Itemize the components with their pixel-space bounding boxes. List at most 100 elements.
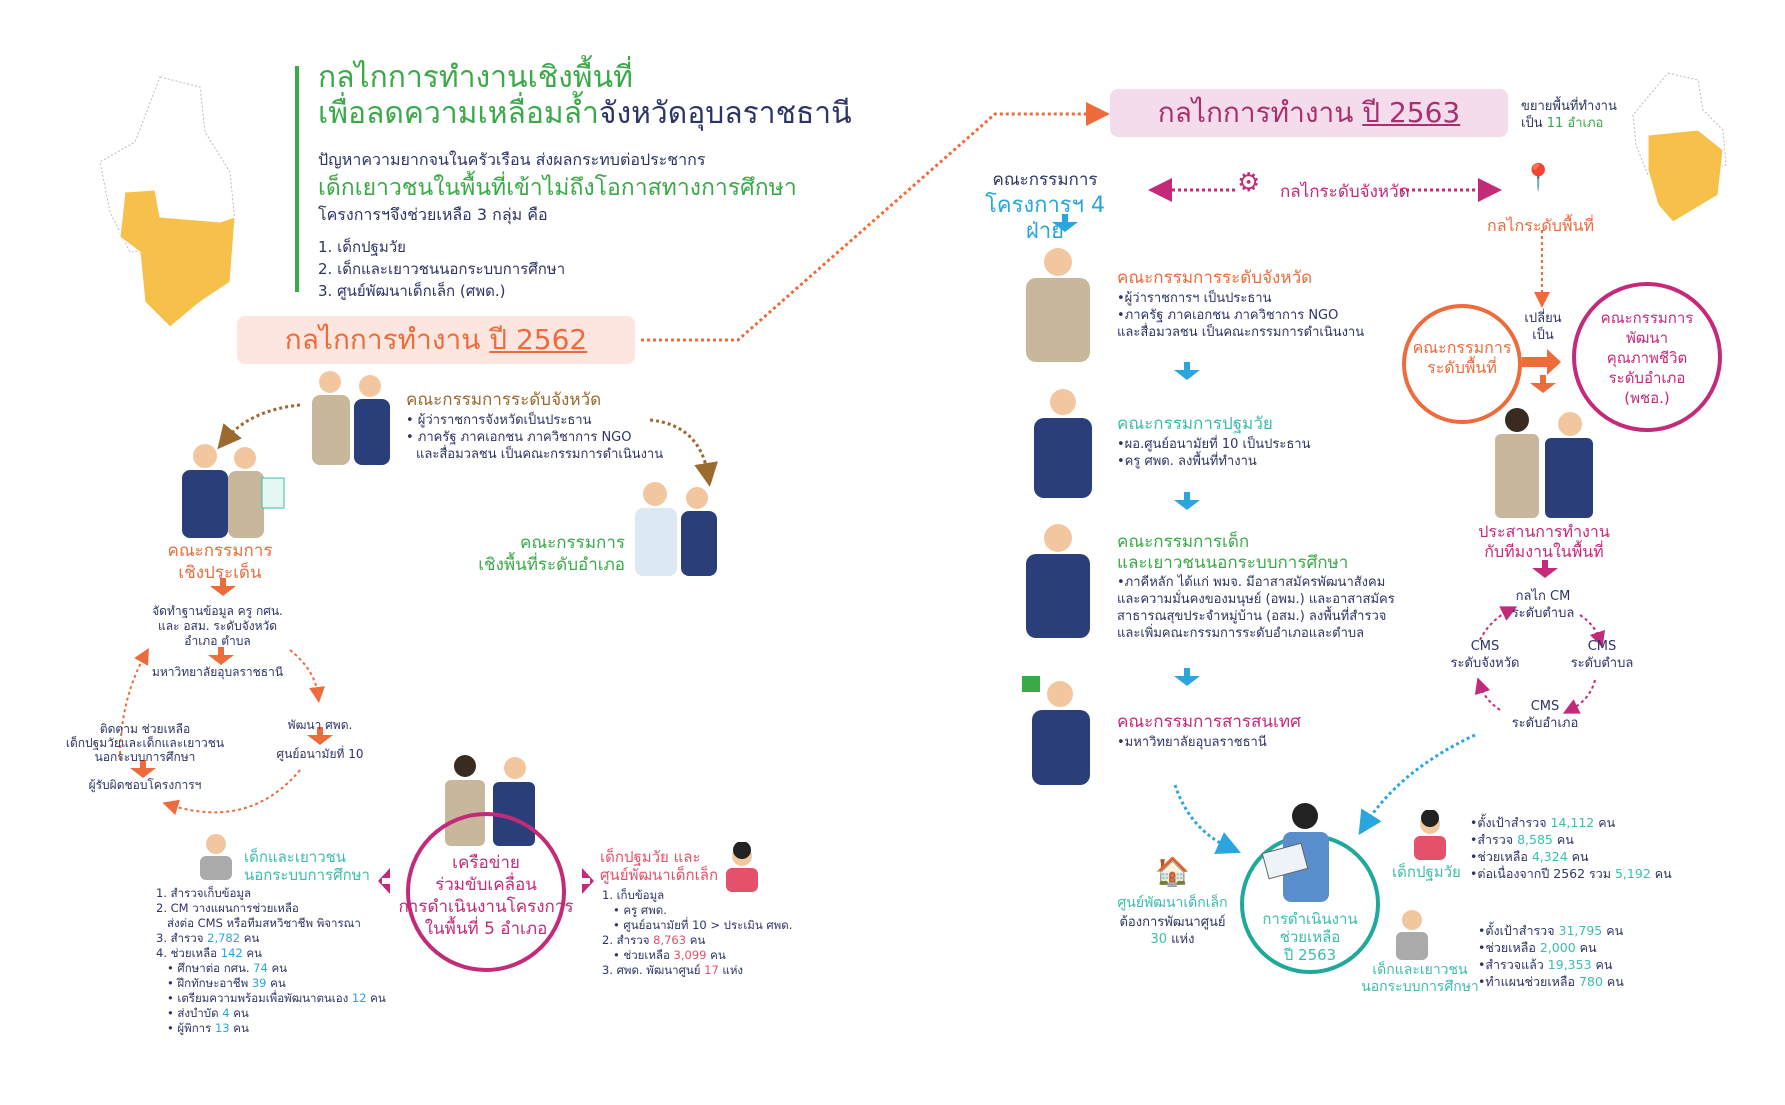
ubon-map-5-districts bbox=[99, 76, 236, 328]
district-committee-label: คณะกรรมการเชิงพื้นที่ระดับอำเภอ bbox=[460, 532, 625, 576]
committee-line: •ภาคีหลัก ได้แก่ พมจ. มีอาสาสมัครพัฒนาสั… bbox=[1117, 575, 1386, 590]
committee-early-2563: คณะกรรมการปฐมวัย •ผอ.ศูนย์อนามัยที่ 10 เ… bbox=[1117, 412, 1310, 470]
banner-year: ปี 2562 bbox=[489, 323, 588, 356]
stat-text: • ครู ศพด. bbox=[602, 903, 667, 917]
stat-number: 74 bbox=[253, 961, 268, 975]
title-accent-bar bbox=[295, 66, 299, 292]
qol-committee-label: คณะกรรมการพัฒนาคุณภาพชีวิตระดับอำเภอ(พชอ… bbox=[1572, 308, 1722, 408]
gear-icon: ⚙ bbox=[1237, 168, 1261, 198]
list-item: 2. CM วางแผนการช่วยเหลือ bbox=[156, 901, 386, 916]
cycle-text: นอกระบบการศึกษา bbox=[94, 750, 196, 764]
stat-text: คน bbox=[1602, 923, 1624, 938]
label-line: เด็กปฐมวัย และ bbox=[600, 848, 701, 866]
target-group: 2. เด็กและเยาวชนนอกระบบการศึกษา bbox=[318, 260, 566, 278]
district-count: 11 อำเภอ bbox=[1546, 116, 1604, 131]
target-group: 3. ศูนย์พัฒนาเด็กเล็ก (ศพด.) bbox=[318, 282, 506, 300]
stat-number: 780 bbox=[1579, 974, 1603, 989]
committee-title: คณะกรรมการเด็ก bbox=[1117, 532, 1250, 552]
list-item: 4. ช่วยเหลือ 142 คน bbox=[156, 946, 386, 961]
cms-text: กลไก CM bbox=[1515, 589, 1571, 604]
stat-number: 5,192 bbox=[1614, 866, 1651, 881]
stat-number: 3,099 bbox=[673, 948, 707, 962]
committee-title: คณะกรรมการระดับจังหวัด bbox=[406, 390, 602, 410]
qol-committee-circle bbox=[1572, 282, 1722, 432]
cycle-text: ศูนย์อนามัยที่ 10 bbox=[276, 747, 364, 761]
label-line: ประสานการทำงาน bbox=[1478, 522, 1610, 541]
problem-highlight: เด็กเยาวชนในพื้นที่เข้าไม่ถึงโอกาสทางการ… bbox=[318, 175, 797, 201]
label-line: กับทีมงานในพื้นที่ bbox=[1484, 542, 1604, 561]
cms-text: CMS bbox=[1530, 699, 1560, 714]
issue-committee-label: คณะกรรมการเชิงประเด็น bbox=[150, 540, 290, 584]
cms-top: กลไก CM ระดับตำบล bbox=[1498, 588, 1588, 622]
label-line: นอกระบบการศึกษา bbox=[244, 866, 370, 884]
stat-text: คน bbox=[1594, 815, 1616, 830]
stat-text: คน bbox=[1567, 849, 1589, 864]
bullet: • ผู้ว่าราชการจังหวัดเป็นประธาน bbox=[406, 413, 592, 428]
ecd-count: 30 bbox=[1150, 932, 1168, 947]
stat-text: •ตั้งเป้าสำรวจ bbox=[1478, 923, 1559, 938]
label-line: คณะกรรมการ bbox=[167, 541, 273, 561]
label-line: ระดับพื้นที่ bbox=[1427, 358, 1497, 377]
mechanism-2562-banner: กลไกการทำงาน ปี 2562 bbox=[237, 316, 635, 364]
mechanism-2563-banner: กลไกการทำงาน ปี 2563 bbox=[1110, 89, 1508, 137]
man-illustration bbox=[1026, 524, 1090, 638]
early-2563-list: •ตั้งเป้าสำรวจ 14,112 คน•สำรวจ 8,585 คน•… bbox=[1470, 814, 1672, 882]
stat-number: 2,782 bbox=[207, 931, 241, 945]
committee-line: สาธารณสุขประจำหมู่บ้าน (อสม.) ลงพื้นที่ส… bbox=[1117, 609, 1387, 624]
bullet: และสื่อมวลชน เป็นคณะกรรมการดำเนินงาน bbox=[416, 447, 664, 462]
early-child-icon bbox=[726, 842, 758, 892]
stat-text: คน bbox=[706, 948, 726, 962]
woman-with-card-illustration bbox=[1022, 676, 1090, 785]
cycle-text: พัฒนา ศพด. bbox=[287, 718, 353, 732]
target-groups: 1. เด็กปฐมวัย 2. เด็กและเยาวชนนอกระบบการ… bbox=[318, 236, 797, 302]
label-line: การดำเนินงาน bbox=[1262, 910, 1358, 928]
early-child-icon bbox=[1414, 810, 1446, 860]
province-mechanism-label: กลไกระดับจังหวัด bbox=[1280, 182, 1410, 202]
target-group: 1. เด็กปฐมวัย bbox=[318, 238, 406, 256]
banner-label: กลไกการทำงาน bbox=[284, 323, 490, 356]
committee-line: •มหาวิทยาลัยอุบลราชธานี bbox=[1117, 735, 1267, 750]
stat-number: 12 bbox=[351, 991, 367, 1005]
early-2562-title: เด็กปฐมวัย และศูนย์พัฒนาเด็กเล็ก bbox=[600, 848, 718, 884]
cycle-text: จัดทำฐานข้อมูล ครู กศน. bbox=[152, 604, 283, 618]
label-line: คณะกรรมการ bbox=[992, 170, 1098, 190]
title-line-2b: จังหวัดอุบลราชธานี bbox=[598, 96, 852, 131]
label-line: ศูนย์พัฒนาเด็กเล็ก bbox=[600, 866, 719, 884]
stat-text: ส่งต่อ CMS หรือทีมสหวิชาชีพ พิจารณา bbox=[156, 916, 361, 930]
expand-line: ขยายพื้นที่ทำงาน bbox=[1521, 99, 1617, 114]
committee-4-label: คณะกรรมการ โครงการฯ 4 ฝ่าย bbox=[965, 166, 1125, 245]
list-item: •ช่วยเหลือ 2,000 คน bbox=[1478, 939, 1624, 956]
cms-text: ระดับตำบล bbox=[1511, 606, 1575, 621]
cycle-follow: ติดตาม ช่วยเหลือเด็กปฐมวัยและเด็กและเยาว… bbox=[60, 722, 230, 792]
stat-text: 2. สำรวจ bbox=[602, 933, 654, 947]
page-title: กลไกการทำงานเชิงพื้นที่ เพื่อลดความเหลื่… bbox=[318, 60, 852, 132]
list-item: • ผู้พิการ 13 คน bbox=[156, 1021, 386, 1036]
stat-number: 8,585 bbox=[1517, 832, 1553, 847]
out-of-school-2563-title: เด็กและเยาวชนนอกระบบการศึกษา bbox=[1355, 962, 1485, 996]
banner-year: ปี 2563 bbox=[1362, 96, 1461, 129]
list-item: • ศูนย์อนามัยที่ 10 > ประเมิน ศพด. bbox=[602, 918, 792, 933]
banner-label: กลไกการทำงาน bbox=[1157, 96, 1363, 129]
cms-text: CMS bbox=[1587, 639, 1617, 654]
bullet: • ภาครัฐ ภาคเอกชน ภาควิชาการ NGO bbox=[406, 430, 632, 445]
early-2563-title: เด็กปฐมวัย bbox=[1392, 863, 1461, 881]
list-item: • ครู ศพด. bbox=[602, 903, 792, 918]
stat-text: คน bbox=[1602, 974, 1624, 989]
stat-number: 8,763 bbox=[653, 933, 687, 947]
title-line-2a: เพื่อลดความเหลื่อมล้ำ bbox=[318, 96, 599, 131]
label-line: เครือข่าย bbox=[452, 853, 520, 873]
out-of-school-2563-list: •ตั้งเป้าสำรวจ 31,795 คน•ช่วยเหลือ 2,000… bbox=[1478, 922, 1624, 990]
committee-youth-2563: คณะกรรมการเด็ก และเยาวชนนอกระบบการศึกษา … bbox=[1117, 532, 1395, 642]
committee-title: คณะกรรมการระดับจังหวัด bbox=[1117, 268, 1313, 288]
cms-text: ระดับจังหวัด bbox=[1450, 656, 1520, 671]
stat-text: 4. ช่วยเหลือ bbox=[156, 946, 221, 960]
expand-note: ขยายพื้นที่ทำงาน เป็น 11 อำเภอ bbox=[1521, 98, 1617, 132]
problem-text: ปัญหาความยากจนในครัวเรือน ส่งผลกระทบต่อป… bbox=[318, 150, 706, 169]
ubon-map-11-districts bbox=[1632, 72, 1727, 223]
list-item: •ต่อเนื่องจากปี 2562 รวม 5,192 คน bbox=[1470, 865, 1672, 882]
stat-text: คน bbox=[686, 933, 706, 947]
stat-text: •ตั้งเป้าสำรวจ bbox=[1470, 815, 1551, 830]
cycle-develop: พัฒนา ศพด. ศูนย์อนามัยที่ 10 bbox=[265, 718, 375, 762]
